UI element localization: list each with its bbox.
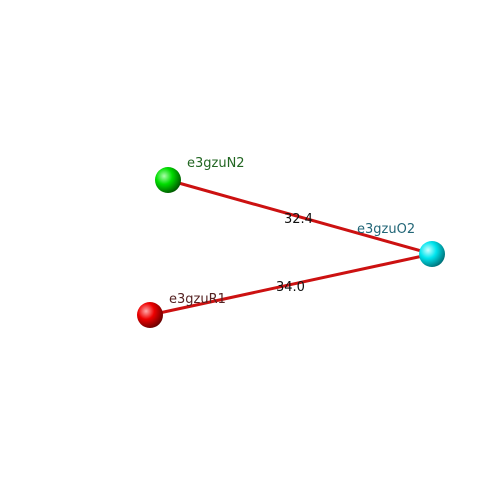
atom-n2[interactable] <box>155 167 181 193</box>
bond-r1-o2[interactable] <box>148 252 434 317</box>
bond-n2-o2[interactable] <box>166 178 434 256</box>
atom-r1[interactable] <box>137 302 163 328</box>
bond-label-r1-o2: 34.0 <box>276 280 305 295</box>
atom-layer <box>137 167 445 328</box>
atom-label-n2: e3gzuN2 <box>187 156 245 171</box>
atom-label-o2: e3gzuO2 <box>357 222 415 237</box>
atom-label-layer: e3gzuN2 e3gzuO2 e3gzuR1 <box>169 156 415 307</box>
bond-label-n2-o2: 32.4 <box>284 212 313 227</box>
bond-layer <box>148 178 434 317</box>
bond-label-layer: 32.4 34.0 <box>276 212 313 295</box>
atom-o2[interactable] <box>419 241 445 267</box>
atom-label-r1: e3gzuR1 <box>169 292 226 307</box>
